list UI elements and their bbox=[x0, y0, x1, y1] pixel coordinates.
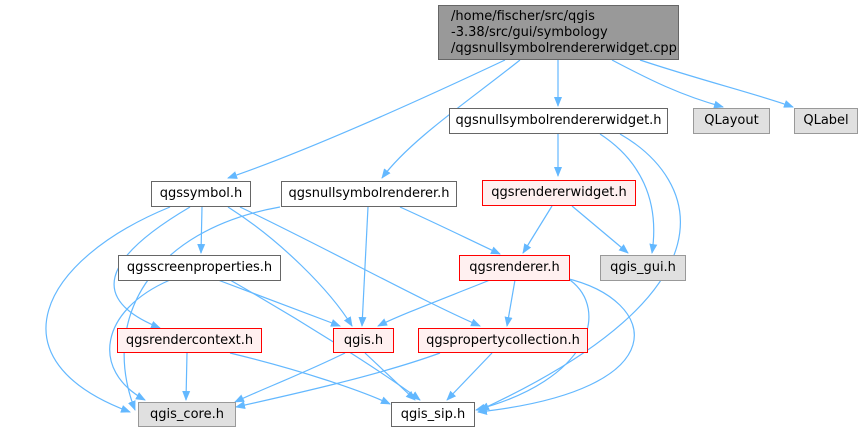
edge-qgis-core bbox=[234, 352, 346, 403]
node-qgis-h[interactable]: qgis.h bbox=[333, 328, 394, 353]
edge-renderer-qgis bbox=[377, 279, 491, 327]
node-qlabel[interactable]: QLabel bbox=[794, 108, 858, 134]
node-root-line-1: /home/fischer/src/qgis bbox=[451, 8, 595, 24]
edge-qgssymbol-rendercontext bbox=[113, 206, 191, 329]
edge-screenprops-qgis bbox=[217, 279, 341, 327]
edge-screenprops-core bbox=[109, 279, 171, 401]
node-nullsymbolrendererwidget-h[interactable]: qgsnullsymbolrendererwidget.h bbox=[449, 108, 668, 134]
edge-root-nullrenderer bbox=[381, 59, 521, 179]
edge-renderer-propcoll bbox=[504, 279, 516, 327]
edge-rendercontext-core bbox=[182, 352, 191, 401]
node-root-line-2: -3.38/src/gui/symbology bbox=[451, 24, 608, 40]
edge-rendererwidget-gui bbox=[571, 205, 629, 254]
edge-rendererwidget-renderer bbox=[522, 205, 553, 254]
edge-root-qgssymbol bbox=[227, 59, 506, 179]
edge-root-qlayout bbox=[611, 59, 724, 109]
edge-qgssymbol-core bbox=[45, 206, 171, 413]
edge-nullrenderer-core bbox=[123, 206, 281, 411]
node-rendererwidget-h[interactable]: qgsrendererwidget.h bbox=[482, 180, 636, 206]
edge-propcoll-sip bbox=[446, 352, 493, 401]
node-root-line-3: /qgsnullsymbolrendererwidget.cpp bbox=[451, 40, 677, 56]
edge-qgis-sip bbox=[364, 352, 416, 401]
edge-nullrenderer-renderer bbox=[399, 206, 501, 255]
node-renderer-h[interactable]: qgsrenderer.h bbox=[459, 255, 570, 281]
edge-rendercontext-sip bbox=[229, 352, 391, 405]
node-qgis-sip-h[interactable]: qgis_sip.h bbox=[391, 402, 475, 427]
edge-qgssymbol-screenprops bbox=[197, 206, 206, 254]
edge-renderer-sip2 bbox=[477, 277, 635, 415]
edge-qgssymbol-propcoll bbox=[239, 206, 481, 327]
edge-nullrenderer-qgis bbox=[358, 206, 369, 327]
node-nullsymbolrenderer-h[interactable]: qgsnullsymbolrenderer.h bbox=[281, 181, 457, 207]
node-qgssymbol-h[interactable]: qgssymbol.h bbox=[151, 181, 251, 207]
node-rendercontext-h[interactable]: qgsrendercontext.h bbox=[117, 328, 262, 353]
node-root-cpp[interactable]: /home/fischer/src/qgis -3.38/src/gui/sym… bbox=[438, 5, 679, 60]
node-screenproperties-h[interactable]: qgsscreenproperties.h bbox=[118, 255, 281, 281]
edge-widgeth-gui bbox=[599, 133, 658, 254]
edge-root-qlabel bbox=[639, 59, 794, 108]
node-qlayout[interactable]: QLayout bbox=[693, 108, 770, 134]
node-qgis-core-h[interactable]: qgis_core.h bbox=[138, 402, 236, 427]
node-propertycollection-h[interactable]: qgspropertycollection.h bbox=[418, 328, 588, 353]
edge-propcoll-core bbox=[235, 352, 441, 409]
edge-qgssymbol-qgis bbox=[227, 206, 353, 327]
edge-widgeth-sip bbox=[479, 133, 681, 411]
node-qgis-gui-h[interactable]: qgis_gui.h bbox=[600, 255, 686, 281]
